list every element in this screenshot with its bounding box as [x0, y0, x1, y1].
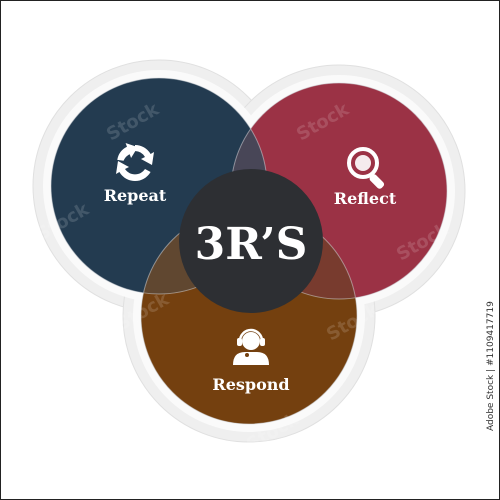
- svg-text:Stock: Stock: [393, 18, 453, 65]
- center-label: 3R’S: [195, 219, 308, 270]
- svg-text:Stock: Stock: [413, 398, 473, 445]
- respond-label: Respond: [212, 375, 289, 394]
- stock-id-text: Adobe Stock | #1109417719: [486, 301, 496, 431]
- repeat-label: Repeat: [104, 186, 167, 205]
- reflect-label: Reflect: [334, 189, 397, 208]
- support-agent-icon: [233, 328, 269, 365]
- repeat-arrows-icon: [116, 143, 154, 182]
- center-circle: [179, 169, 323, 313]
- svg-text:Stock: Stock: [223, 18, 283, 65]
- magnifier-icon: [347, 147, 385, 189]
- svg-text:Stock: Stock: [33, 18, 93, 65]
- svg-text:Stock: Stock: [53, 388, 113, 435]
